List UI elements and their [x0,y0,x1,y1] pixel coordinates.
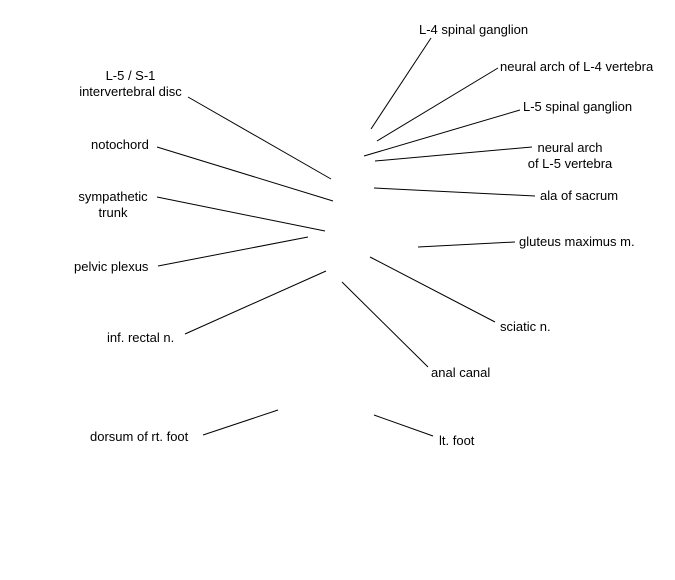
label-l5s1-line1: L-5 / S-1 [105,68,156,83]
label-sympathetic-trunk-line1: sympathetic [78,189,148,204]
leader-inf-rectal-n [184,270,327,335]
label-neural-arch-l4: neural arch of L-4 vertebra [500,59,654,74]
label-anal-canal: anal canal [431,365,491,380]
label-l5s1-line2: intervertebral disc [79,84,182,99]
label-notochord: notochord [91,137,149,152]
leader-neural-arch-l4 [376,67,499,142]
label-l4-spinal-ganglion: L-4 spinal ganglion [419,22,529,37]
leader-gluteus-maximus [417,241,516,248]
label-ala-of-sacrum: ala of sacrum [540,188,619,203]
label-dorsum-rt-foot: dorsum of rt. foot [90,429,189,444]
leader-lt-foot [373,414,434,437]
label-neural-arch-l5: neural arch of L-5 vertebra [516,140,624,172]
label-neural-arch-l5-line1: neural arch [537,140,603,155]
leader-anal-canal [341,281,429,368]
leader-l5-spinal-ganglion [363,109,521,157]
label-neural-arch-l5-line2: of L-5 vertebra [527,156,613,171]
label-sympathetic-trunk: sympathetic trunk [72,189,154,221]
leader-notochord [156,146,334,202]
label-lt-foot: lt. foot [439,433,475,448]
leader-pelvic-plexus [157,236,309,267]
label-inf-rectal-n: inf. rectal n. [107,330,175,345]
label-l5s1-intervertebral-disc: L-5 / S-1 intervertebral disc [73,68,188,100]
leader-sympathetic-trunk [156,196,326,232]
label-pelvic-plexus: pelvic plexus [74,259,149,274]
label-l5-spinal-ganglion: L-5 spinal ganglion [523,99,633,114]
leader-l5s1-disc [187,96,332,180]
leader-dorsum-rt-foot [202,409,279,436]
leader-neural-arch-l5 [374,146,533,162]
label-sympathetic-trunk-line2: trunk [98,205,128,220]
leader-ala-of-sacrum [373,187,536,197]
leader-l4-spinal-ganglion [370,37,432,130]
label-sciatic-n: sciatic n. [500,319,551,334]
leader-sciatic-n [369,256,496,323]
label-gluteus-maximus: gluteus maximus m. [519,234,635,249]
